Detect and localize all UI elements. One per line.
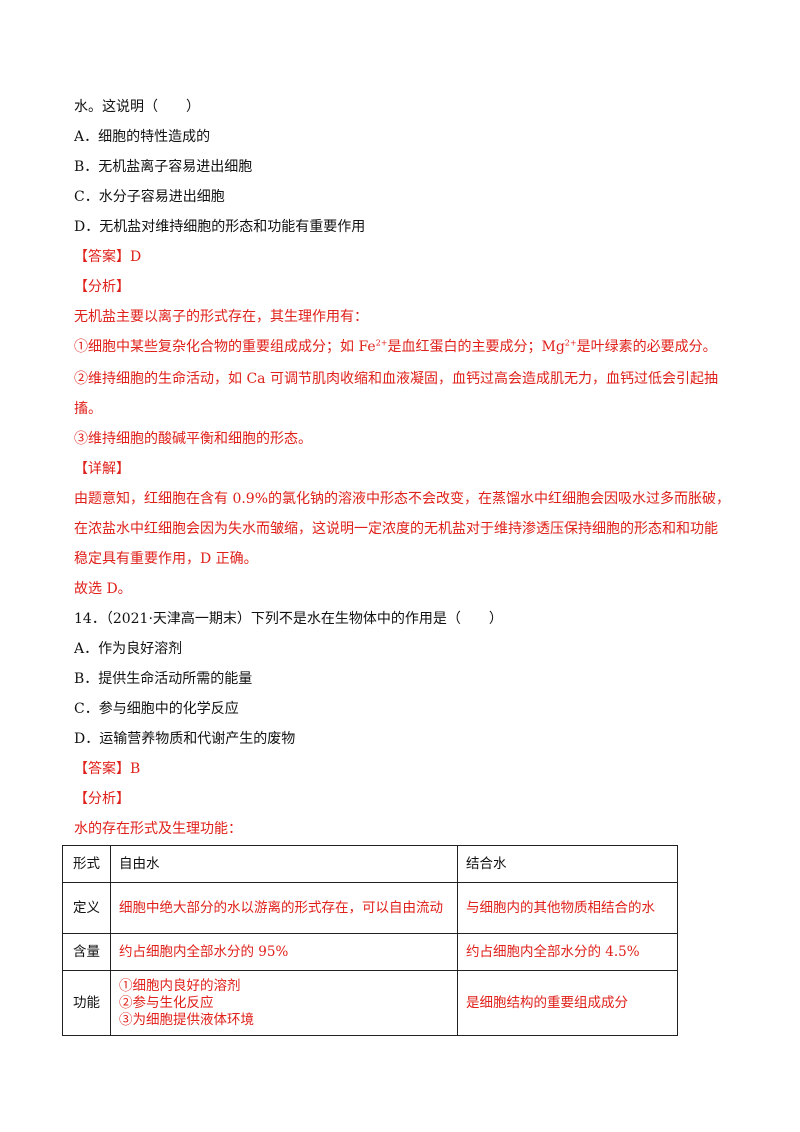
table-cell: 细胞中绝大部分的水以游离的形式存在，可以自由流动 [110, 882, 458, 934]
q13-detail-line1: 由题意知，红细胞在含有 0.9%的氯化钠的溶液中形态不会改变，在蒸馏水中红细胞会… [74, 491, 731, 507]
table-header-row: 形式 自由水 结合水 [62, 845, 678, 883]
table-cell: 约占细胞内全部水分的 4.5% [457, 933, 678, 971]
q13-detail-line2: 在浓盐水中红细胞会因为失水而皱缩，这说明一定浓度的无机盐对于维持渗透压保持细胞的… [74, 521, 718, 537]
table-cell: ①细胞内良好的溶剂 ②参与生化反应 ③为细胞提供液体环境 [110, 970, 458, 1036]
q14-option-c: C．参与细胞中的化学反应 [74, 701, 239, 717]
q14-option-d: D．运输营养物质和代谢产生的废物 [74, 731, 296, 747]
table-row: 功能 ①细胞内良好的溶剂 ②参与生化反应 ③为细胞提供液体环境 是细胞结构的重要… [62, 970, 678, 1036]
table-row: 定义 细胞中绝大部分的水以游离的形式存在，可以自由流动 与细胞内的其他物质相结合… [62, 882, 678, 934]
table-cell: 是细胞结构的重要组成成分 [457, 970, 678, 1036]
q13-point1: ①细胞中某些复杂化合物的重要组成成分；如 Fe2+是血红蛋白的主要成分；Mg2+… [74, 338, 717, 355]
q14-analysis-tag: 【分析】 [74, 791, 130, 807]
table-cell: 自由水 [110, 845, 458, 883]
table-cell: 定义 [62, 882, 111, 934]
q13-option-d: D．无机盐对维持细胞的形态和功能有重要作用 [74, 219, 366, 235]
q14-analysis-intro: 水的存在形式及生理功能： [74, 821, 242, 837]
q13-option-b: B．无机盐离子容易进出细胞 [74, 159, 253, 175]
q13-point2-line2: 搐。 [74, 401, 102, 417]
q14-option-a: A．作为良好溶剂 [74, 641, 183, 657]
table-cell: 结合水 [457, 845, 678, 883]
q14-option-b: B．提供生命活动所需的能量 [74, 671, 253, 687]
q13-detail-line3: 稳定具有重要作用，D 正确。 [74, 551, 258, 567]
q13-analysis-intro: 无机盐主要以离子的形式存在，其生理作用有： [74, 309, 368, 325]
answer-value: B [130, 761, 141, 777]
table-cell: 含量 [62, 933, 111, 971]
q13-conclusion: 故选 D。 [74, 581, 132, 597]
q13-answer-line: 【答案】D [74, 247, 141, 267]
q13-stem-tail: 水。这说明（ ） [74, 99, 200, 115]
q13-option-a: A．细胞的特性造成的 [74, 129, 211, 145]
answer-tag: 【答案】 [74, 249, 130, 265]
table-row: 含量 约占细胞内全部水分的 95% 约占细胞内全部水分的 4.5% [62, 933, 678, 971]
table-cell: 约占细胞内全部水分的 95% [110, 933, 458, 971]
answer-tag: 【答案】 [74, 761, 130, 777]
q13-point2-line1: ②维持细胞的生命活动，如 Ca 可调节肌肉收缩和血液凝固，血钙过高会造成肌无力，… [74, 371, 718, 387]
answer-value: D [130, 249, 142, 265]
q13-detail-tag: 【详解】 [74, 461, 130, 477]
q14-stem: 14．（2021·天津高一期末）下列不是水在生物体中的作用是（ ） [74, 611, 503, 627]
table-cell: 功能 [62, 970, 111, 1036]
q13-analysis-tag: 【分析】 [74, 279, 130, 295]
water-forms-table: 形式 自由水 结合水 定义 细胞中绝大部分的水以游离的形式存在，可以自由流动 与… [62, 845, 678, 1036]
table-cell: 形式 [62, 845, 111, 883]
table-cell: 与细胞内的其他物质相结合的水 [457, 882, 678, 934]
q13-point3: ③维持细胞的酸碱平衡和细胞的形态。 [74, 431, 312, 447]
q13-option-c: C．水分子容易进出细胞 [74, 189, 225, 205]
q14-answer-line: 【答案】B [74, 759, 140, 779]
